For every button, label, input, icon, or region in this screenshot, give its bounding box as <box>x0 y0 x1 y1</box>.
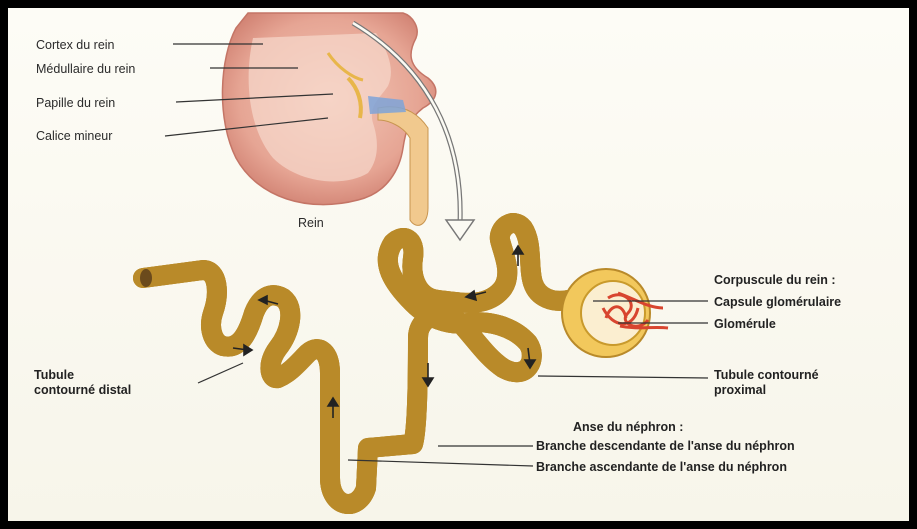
label-glomerulus: Glomérule <box>714 317 776 332</box>
nephron-tubule <box>140 223 568 504</box>
renal-corpuscle <box>562 269 668 357</box>
label-papilla: Papille du rein <box>36 96 115 111</box>
label-loop-title: Anse du néphron : <box>573 420 683 435</box>
label-descending-limb: Branche descendante de l'anse du néphron <box>536 439 795 454</box>
label-capsule: Capsule glomérulaire <box>714 295 841 310</box>
label-pct-line2: proximal <box>714 383 766 398</box>
label-calyx: Calice mineur <box>36 129 112 144</box>
label-kidney-caption: Rein <box>298 216 324 231</box>
label-cortex: Cortex du rein <box>36 38 115 53</box>
diagram-frame: Cortex du rein Médullaire du rein Papill… <box>8 8 909 521</box>
label-corpuscle-title: Corpuscule du rein : <box>714 273 836 288</box>
label-pct-line1: Tubule contourné <box>714 368 819 383</box>
kidney-illustration <box>222 13 435 225</box>
label-ascending-limb: Branche ascendante de l'anse du néphron <box>536 460 787 475</box>
label-medulla: Médullaire du rein <box>36 62 135 77</box>
label-dct-line1: Tubule <box>34 368 74 383</box>
label-dct-line2: contourné distal <box>34 383 131 398</box>
